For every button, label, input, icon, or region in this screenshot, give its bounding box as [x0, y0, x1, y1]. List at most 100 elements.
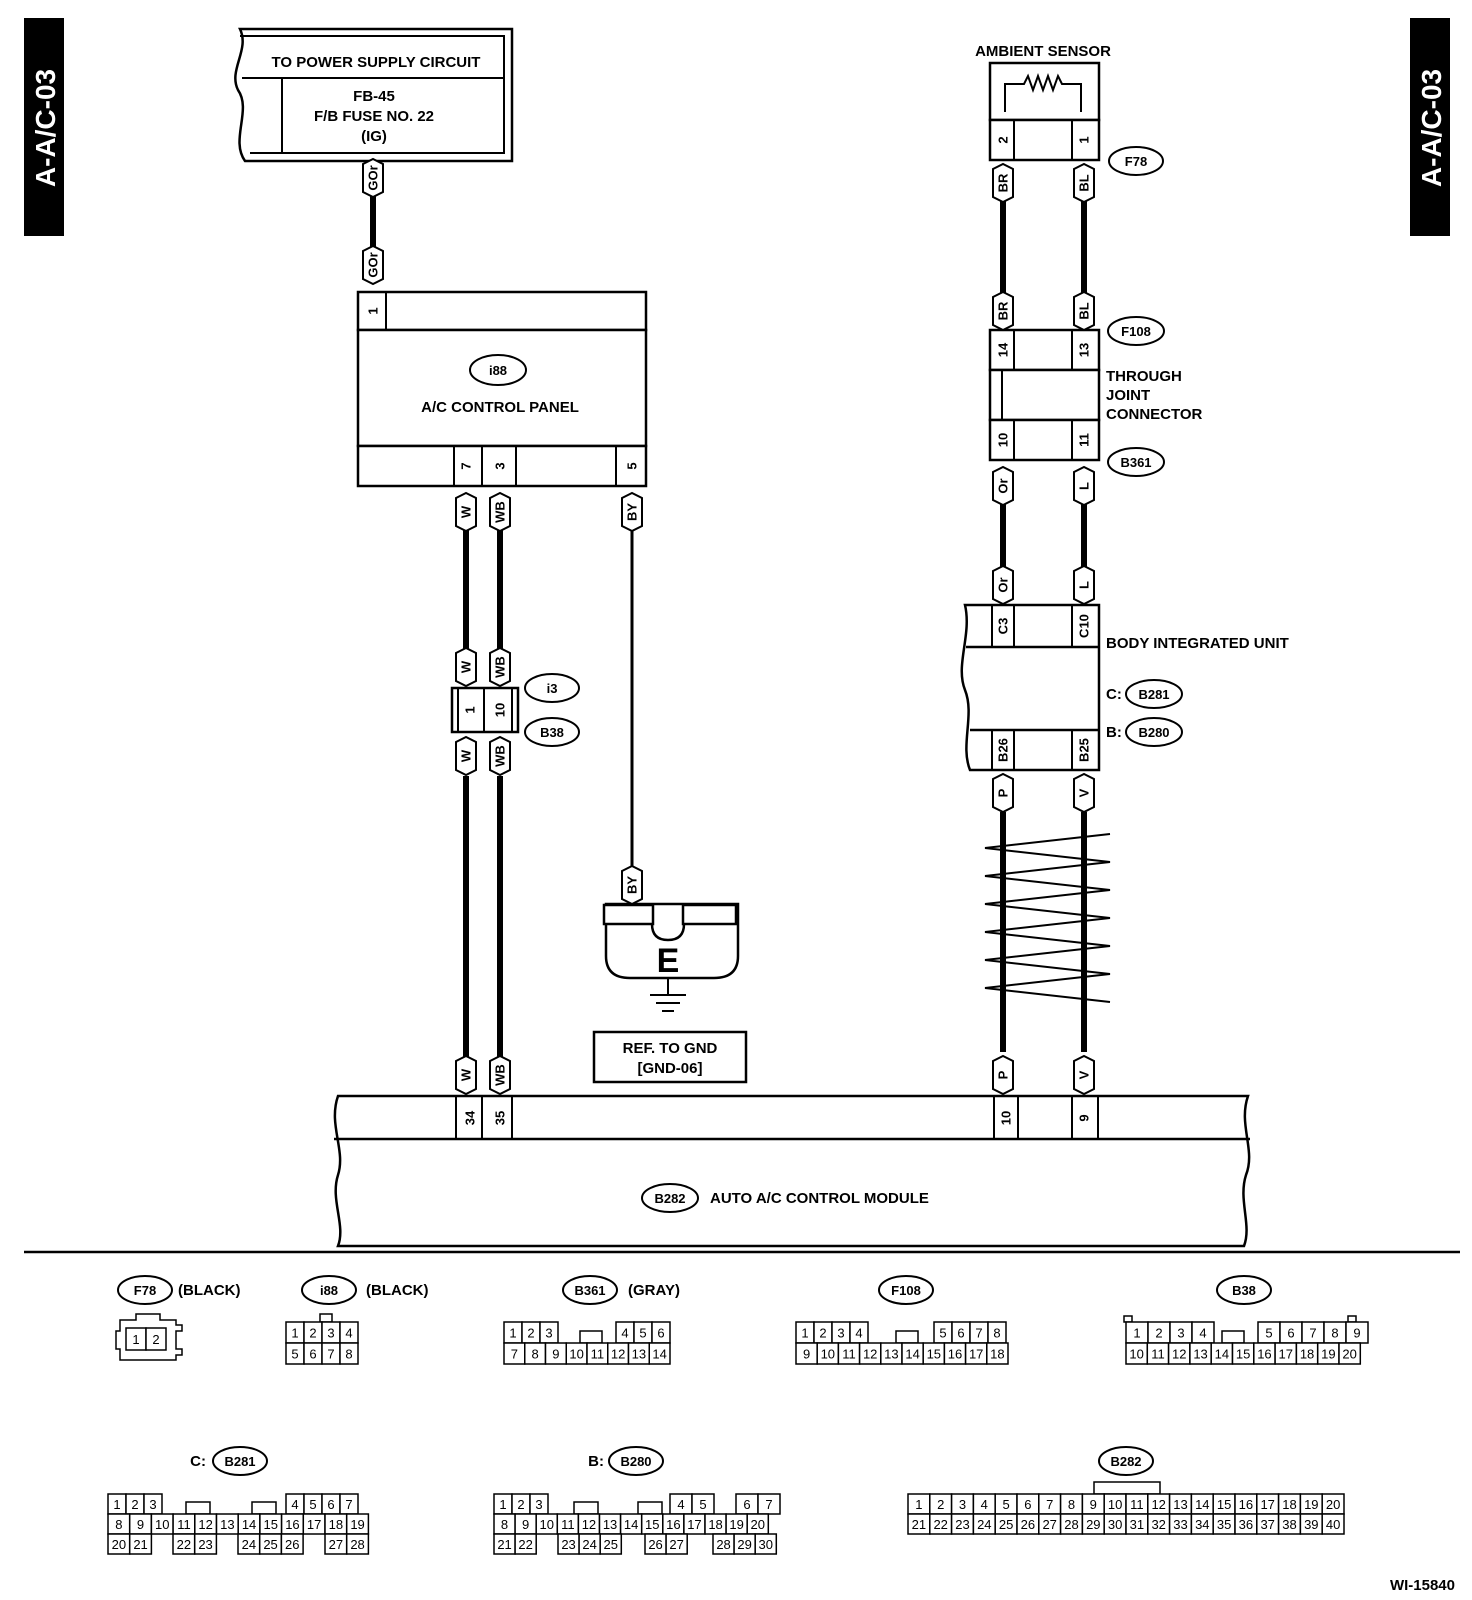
- legend-b280-r3c-cell: [665, 1533, 688, 1555]
- legend-b280-r3c-pin: 26: [648, 1537, 662, 1552]
- legend-i88-r2-pin: 8: [345, 1347, 352, 1362]
- biu-c-prefix: C:: [1106, 686, 1122, 703]
- twisted-pair-symbol: [984, 833, 1111, 1003]
- legend-b281-r3b-pin: 22: [177, 1537, 191, 1552]
- biu-b-prefix: B:: [1106, 724, 1122, 741]
- ambient-sensor-label: AMBIENT SENSOR: [975, 43, 1111, 60]
- wire-tag-or-1: Or: [992, 465, 1014, 507]
- pin-biu-c10: C10: [1077, 614, 1092, 638]
- legend-b282-r2-pin: 35: [1217, 1517, 1231, 1532]
- power-box-line2: F/B FUSE NO. 22: [314, 108, 434, 125]
- power-box-line1: FB-45: [353, 88, 395, 105]
- legend-b280-r3d-pin: 30: [759, 1537, 773, 1552]
- legend-b281-r2-pin: 17: [307, 1517, 321, 1532]
- legend-b280-r3d-pin: 29: [737, 1537, 751, 1552]
- legend-f108-conn: F108: [891, 1283, 921, 1298]
- conn-f78-label: F78: [1125, 154, 1147, 169]
- wire-tag-wb-4-text: WB: [493, 1064, 508, 1086]
- wire-tag-v-2: V: [1073, 1054, 1095, 1096]
- legend-b282-r1-pin: 15: [1217, 1497, 1231, 1512]
- wire-tag-bl-2-text: BL: [1077, 302, 1092, 319]
- connector-f78: [988, 118, 1101, 162]
- wire-tag-w-4-text: W: [459, 1068, 474, 1081]
- legend-b38-r2-pin: 11: [1151, 1347, 1165, 1362]
- legend-b282-r2-pin: 34: [1195, 1517, 1209, 1532]
- legend-b280-r1a-pin: 2: [517, 1497, 524, 1512]
- legend-b280-r2-pin: 11: [561, 1517, 575, 1532]
- legend-b281-r1a-pin: 3: [149, 1497, 156, 1512]
- resistor-symbol: [1004, 73, 1082, 112]
- legend-b282-r2-pin: 31: [1130, 1517, 1144, 1532]
- legend-b280-r2-pin: 20: [751, 1517, 765, 1532]
- through-joint-connector: THROUGH JOINT CONNECTOR: [988, 328, 1203, 462]
- legend-b38-conn-oval: [1216, 1275, 1272, 1305]
- legend-b282-r2-pin: 21: [912, 1517, 926, 1532]
- legend-b282-r1-pin: 13: [1173, 1497, 1187, 1512]
- pin-panel-5: 5: [625, 462, 640, 469]
- legend-b361-conn: B361: [574, 1283, 605, 1298]
- legend-b280-r2-pin: 17: [687, 1517, 701, 1532]
- wire-tag-p-1-text: P: [996, 788, 1011, 797]
- legend-b280-r2-pin: 12: [582, 1517, 596, 1532]
- through-joint-line2: JOINT: [1106, 387, 1150, 404]
- legend-b38-latch-right: [1347, 1315, 1357, 1323]
- legend-b281-r3c-pin: 26: [285, 1537, 299, 1552]
- legend-b282-r2-pin: 29: [1086, 1517, 1100, 1532]
- side-tab-left-text: A-A/C-03: [30, 69, 61, 187]
- legend-f78-cell: [145, 1327, 167, 1351]
- wire-tag-l-1-text: L: [1077, 482, 1092, 490]
- conn-f108-label: F108: [1121, 324, 1151, 339]
- pin-panel-3: 3: [493, 462, 508, 469]
- legend-b282-r2-pin: 24: [977, 1517, 991, 1532]
- wire-tag-or-2-text: Or: [996, 577, 1011, 592]
- wires: [370, 178, 1087, 1058]
- legend-b282-r2-pin: 40: [1326, 1517, 1340, 1532]
- legend-b280-r2-pin: 18: [708, 1517, 722, 1532]
- legend-b282-r1-pin: 19: [1304, 1497, 1318, 1512]
- legend-b281-r2-pin: 16: [285, 1517, 299, 1532]
- wire-tag-v-1-text: V: [1077, 788, 1092, 797]
- legend-b280-r1a-pin: 3: [535, 1497, 542, 1512]
- ground-ref2: [GND-06]: [637, 1060, 702, 1077]
- legend-b282-r1-pin: 4: [981, 1497, 988, 1512]
- legend-b361-r2-pin: 14: [652, 1347, 666, 1362]
- pin-module-10: 10: [999, 1111, 1014, 1125]
- wire-tag-wb-2-text: WB: [493, 656, 508, 678]
- ambient-sensor: AMBIENT SENSOR: [975, 43, 1111, 122]
- legend-b38-r2-pin: 20: [1342, 1347, 1356, 1362]
- legend-b38-latch-left: [1123, 1315, 1133, 1323]
- legend-f108-r2-pin: 17: [969, 1347, 983, 1362]
- pin-f78-1: 1: [1077, 136, 1092, 143]
- ac-panel-conn-label: i88: [489, 363, 507, 378]
- legend-b361-conn-oval: [562, 1275, 618, 1305]
- pin-panel-1: 1: [366, 307, 381, 314]
- legend-b361-r2-cell: [648, 1342, 671, 1365]
- pin-biu-b25: B25: [1077, 738, 1092, 762]
- legend-b281-r2-pin: 14: [242, 1517, 256, 1532]
- legend-b361-r1a-pin: 3: [545, 1326, 552, 1341]
- legend-b281-r2-pin: 9: [137, 1517, 144, 1532]
- legend-b280-r1c-pin: 7: [765, 1497, 772, 1512]
- legend-b281-r3b-pin: 23: [198, 1537, 212, 1552]
- legend-b38-r1b-pin: 6: [1287, 1326, 1294, 1341]
- legend-b281-r1b-pin: 4: [291, 1497, 298, 1512]
- legend-b361-r1b-pin: 4: [621, 1326, 628, 1341]
- legend-b281-r2-pin: 8: [115, 1517, 122, 1532]
- legend-b38-r1b-pin: 8: [1331, 1326, 1338, 1341]
- wire-tag-or-2: Or: [992, 564, 1014, 606]
- wire-tag-gor-top-text: GOr: [366, 165, 381, 190]
- legend-f78-pin: 1: [132, 1332, 139, 1347]
- biu-c-conn: B281: [1138, 687, 1169, 702]
- conn-b361-label: B361: [1120, 455, 1151, 470]
- legend-b361-r1b-pin: 6: [657, 1326, 664, 1341]
- wire-tag-bl-1-text: BL: [1077, 174, 1092, 191]
- legend-b281-r3d-pin: 27: [329, 1537, 343, 1552]
- legend-b280-r2-pin: 9: [522, 1517, 529, 1532]
- pin-biu-b26: B26: [996, 738, 1011, 762]
- legend-f108-r2-pin: 9: [803, 1347, 810, 1362]
- biu-name: BODY INTEGRATED UNIT: [1106, 635, 1289, 652]
- module-conn-label: B282: [654, 1191, 685, 1206]
- legend-b38-r2-pin: 18: [1300, 1347, 1314, 1362]
- legend-i88-r2-pin: 5: [291, 1347, 298, 1362]
